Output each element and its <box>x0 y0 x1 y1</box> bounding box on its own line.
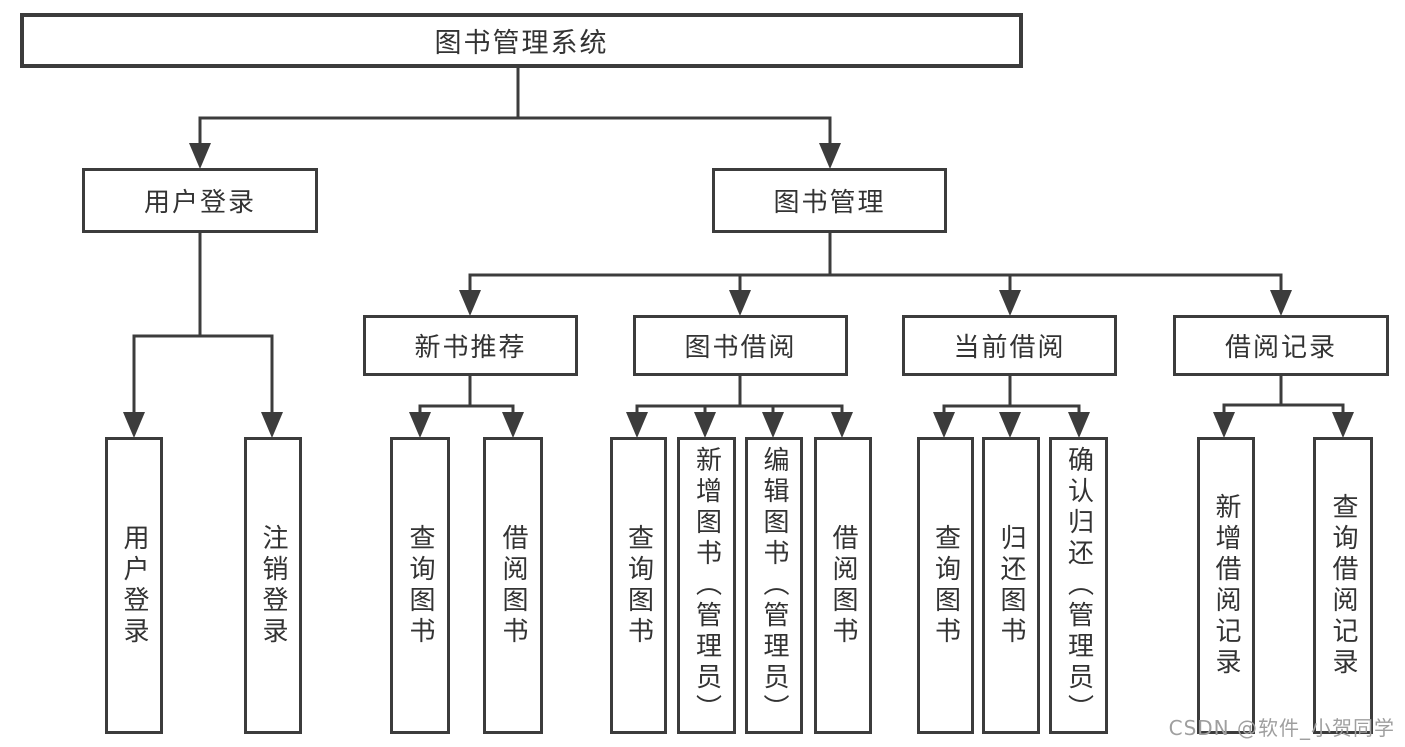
connector-root-to-level2 <box>189 64 841 169</box>
node-borrow-record: 借阅记录 <box>1173 315 1389 376</box>
leaf-add-borrow-record-label: 新增借阅记录 <box>1211 492 1241 679</box>
leaf-query-book-borrow-label: 查询图书 <box>623 523 654 648</box>
node-book-borrow: 图书借阅 <box>633 315 848 376</box>
connector-book-management-to-level3 <box>459 230 1292 316</box>
leaf-query-book-recommend-label: 查询图书 <box>405 523 435 648</box>
leaf-add-book-admin-label: 新增图书（管理员） <box>691 446 722 725</box>
leaf-query-borrow-record: 查询借阅记录 <box>1313 437 1373 734</box>
leaf-query-book-borrow: 查询图书 <box>610 437 667 734</box>
watermark: CSDN @软件_小贺同学 <box>1168 716 1395 740</box>
leaf-return-book: 归还图书 <box>982 437 1040 734</box>
leaf-logout: 注销登录 <box>244 437 302 734</box>
leaf-confirm-return-admin: 确认归还（管理员） <box>1049 437 1108 734</box>
node-book-management: 图书管理 <box>712 168 947 233</box>
node-library-management-system: 图书管理系统 <box>20 13 1023 68</box>
connector-book-borrow-to-leaves <box>626 373 853 438</box>
leaf-query-book-current-label: 查询图书 <box>930 523 961 648</box>
leaf-edit-book-admin: 编辑图书（管理员） <box>745 437 803 734</box>
connector-new-book-to-leaves <box>409 373 524 438</box>
leaf-add-book-admin: 新增图书（管理员） <box>677 437 736 734</box>
leaf-confirm-return-admin-label: 确认归还（管理员） <box>1063 446 1094 725</box>
leaf-borrow-book-label: 借阅图书 <box>828 523 858 648</box>
leaf-borrow-book-recommend: 借阅图书 <box>483 437 543 734</box>
connector-borrow-record-to-leaves <box>1213 373 1354 438</box>
leaf-return-book-label: 归还图书 <box>996 523 1026 648</box>
leaf-query-book-recommend: 查询图书 <box>390 437 450 734</box>
connector-current-borrow-to-leaves <box>933 373 1090 438</box>
node-new-book-recommend: 新书推荐 <box>363 315 578 376</box>
leaf-user-login: 用户登录 <box>105 437 163 734</box>
leaf-borrow-book-recommend-label: 借阅图书 <box>498 523 528 648</box>
node-current-borrow: 当前借阅 <box>902 315 1117 376</box>
node-user-login: 用户登录 <box>82 168 318 233</box>
connector-user-login-to-leaves <box>123 230 283 438</box>
leaf-add-borrow-record: 新增借阅记录 <box>1197 437 1255 734</box>
leaf-logout-label: 注销登录 <box>258 523 288 648</box>
leaf-query-book-current: 查询图书 <box>917 437 974 734</box>
leaf-edit-book-admin-label: 编辑图书（管理员） <box>759 446 789 725</box>
leaf-user-login-label: 用户登录 <box>119 523 149 648</box>
leaf-query-borrow-record-label: 查询借阅记录 <box>1328 492 1358 679</box>
leaf-borrow-book: 借阅图书 <box>814 437 872 734</box>
